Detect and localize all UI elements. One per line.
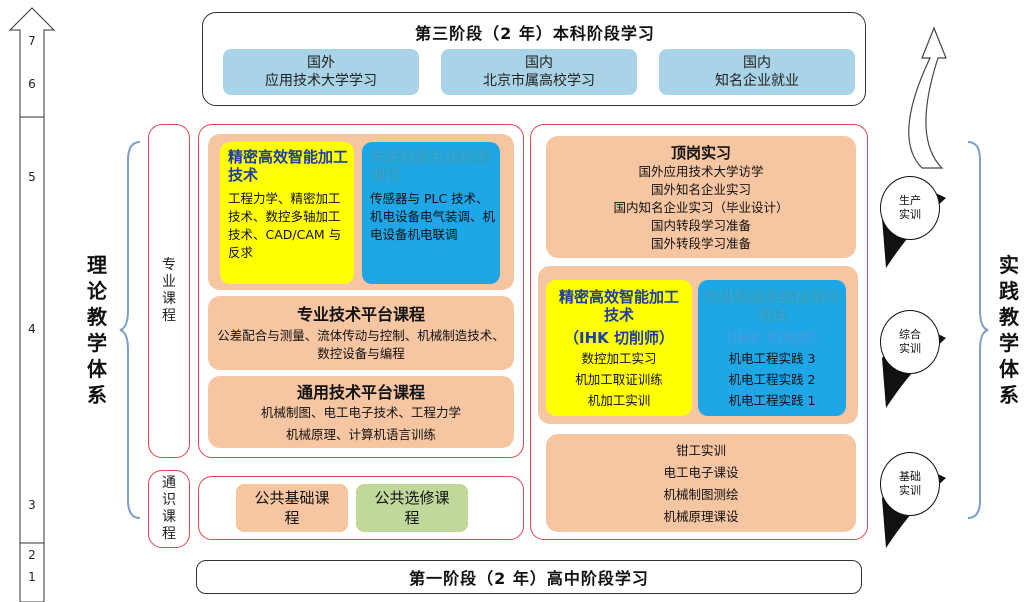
practice-mechatronics-item: 机电工程实践 1 xyxy=(728,393,816,408)
theory-mechatronics-card: 先进制造系统检测调试 传感器与 PLC 技术、机电设备电气装调、机电设备机电联调 xyxy=(362,142,500,284)
practice-precision-item: 数控加工实习 xyxy=(581,351,657,366)
public-elective-course: 公共选修课程 xyxy=(356,484,468,532)
theory-general-platform-block: 通用技术平台课程 机械制图、电工电子技术、工程力学 机械原理、计算机语言训练 xyxy=(208,376,514,448)
progress-arrow xyxy=(8,7,56,602)
theory-precision-title: 精密高效智能加工技术 xyxy=(228,148,349,184)
theory-general-platform-title: 通用技术平台课程 xyxy=(296,383,425,402)
scale-tick: 3 xyxy=(28,498,36,512)
practice-precision-card: 精密高效智能加工技术 （IHK 切削师） 数控加工实习 机加工取证训练 机加工实… xyxy=(546,280,692,416)
general-course-frame: 通识课程 xyxy=(148,470,190,548)
practice-internship-item: 国内知名企业实习（毕业设计） xyxy=(613,200,789,215)
practice-mechatronics-item: 机电工程实践 3 xyxy=(728,351,816,366)
practice-basic-item: 机械原理课设 xyxy=(663,509,739,524)
stage3-title: 第三阶段（2 年）本科阶段学习 xyxy=(415,24,655,43)
practice-internship-item: 国内转段学习准备 xyxy=(650,218,751,233)
practice-basic-block: 钳工实训 电工电子课设 机械制图测绘 机械原理课设 xyxy=(546,434,856,532)
pill-line: 北京市属高校学习 xyxy=(483,73,595,89)
practice-system-label: 实践教学体系 xyxy=(999,253,1019,407)
practice-internship-item: 国外应用技术大学访学 xyxy=(638,164,764,179)
practice-mechatronics-item: 机电工程实践 2 xyxy=(728,372,816,387)
practice-basic-item: 钳工实训 xyxy=(675,443,726,458)
pill-line: 国外 xyxy=(307,55,335,71)
theory-mechatronics-body: 传感器与 PLC 技术、机电设备电气装调、机电设备机电联调 xyxy=(370,191,496,242)
theory-mechatronics-title: 先进制造系统检测调试 xyxy=(370,148,491,184)
stage3-pill-abroad-univ: 国外 应用技术大学学习 xyxy=(223,49,419,95)
theory-platform-title: 专业技术平台课程 xyxy=(296,305,425,324)
practice-internship-item: 国外转段学习准备 xyxy=(650,236,751,251)
pill-line: 国内 xyxy=(525,55,553,71)
pill-line: 应用技术大学学习 xyxy=(265,73,377,89)
general-course-label: 通识课程 xyxy=(162,475,176,542)
practice-precision-item: 机加工取证训练 xyxy=(575,372,663,387)
practice-basic-item: 机械制图测绘 xyxy=(663,487,739,502)
stage3-pill-beijing-univ: 国内 北京市属高校学习 xyxy=(441,49,637,95)
right-brace xyxy=(967,141,989,519)
practice-internship-item: 国外知名企业实习 xyxy=(650,182,751,197)
stage3-pill-employment: 国内 知名企业就业 xyxy=(659,49,855,95)
practice-basic-item: 电工电子课设 xyxy=(663,465,739,480)
practice-mechatronics-title: 先进制造系统检测与调试 xyxy=(704,288,840,324)
pill-line: 国内 xyxy=(743,55,771,71)
spiral-label-production: 生产实训 xyxy=(880,176,940,240)
spiral-label-basic: 基础实训 xyxy=(880,452,940,516)
practice-internship-title: 顶岗实习 xyxy=(670,143,731,162)
scale-tick: 1 xyxy=(28,570,36,584)
professional-course-frame: 专业课程 xyxy=(148,124,190,458)
practice-internship-block: 顶岗实习 国外应用技术大学访学 国外知名企业实习 国内知名企业实习（毕业设计） … xyxy=(546,136,856,258)
practice-precision-subtitle: （IHK 切削师） xyxy=(564,328,674,347)
stage1-title: 第一阶段（2 年）高中阶段学习 xyxy=(196,560,862,594)
left-brace xyxy=(119,141,141,519)
theory-platform-block: 专业技术平台课程 公差配合与测量、流体传动与控制、机械制造技术、数控设备与编程 xyxy=(208,296,514,370)
scale-tick: 4 xyxy=(28,322,36,336)
scale-tick: 2 xyxy=(28,548,36,562)
theory-platform-body: 公差配合与测量、流体传动与控制、机械制造技术、数控设备与编程 xyxy=(217,328,505,361)
public-basic-course: 公共基础课程 xyxy=(236,484,348,532)
theory-system-label: 理论教学体系 xyxy=(87,253,107,407)
pill-line: 知名企业就业 xyxy=(715,73,799,89)
practice-precision-title: 精密高效智能加工技术 xyxy=(558,288,679,324)
spiral-label-comprehensive: 综合实训 xyxy=(880,310,940,374)
practice-precision-item: 机加工实训 xyxy=(587,393,651,408)
theory-precision-card: 精密高效智能加工技术 工程力学、精密加工技术、数控多轴加工技术、CAD/CAM … xyxy=(220,142,354,284)
scale-tick: 7 xyxy=(28,34,36,48)
scale-tick: 5 xyxy=(28,170,36,184)
theory-precision-body: 工程力学、精密加工技术、数控多轴加工技术、CAD/CAM 与反求 xyxy=(228,191,342,260)
scale-tick: 6 xyxy=(28,77,36,91)
theory-general-platform-line1: 机械制图、电工电子技术、工程力学 xyxy=(260,405,461,420)
professional-course-label: 专业课程 xyxy=(162,257,176,324)
stage3-box: 第三阶段（2 年）本科阶段学习 国外 应用技术大学学习 国内 北京市属高校学习 … xyxy=(202,12,866,106)
theory-general-platform-line2: 机械原理、计算机语言训练 xyxy=(285,427,436,442)
practice-mechatronics-card: 先进制造系统检测与调试 （IHK 机电师） 机电工程实践 3 机电工程实践 2 … xyxy=(698,280,846,416)
practice-mechatronics-subtitle: （IHK 机电师） xyxy=(717,328,827,347)
